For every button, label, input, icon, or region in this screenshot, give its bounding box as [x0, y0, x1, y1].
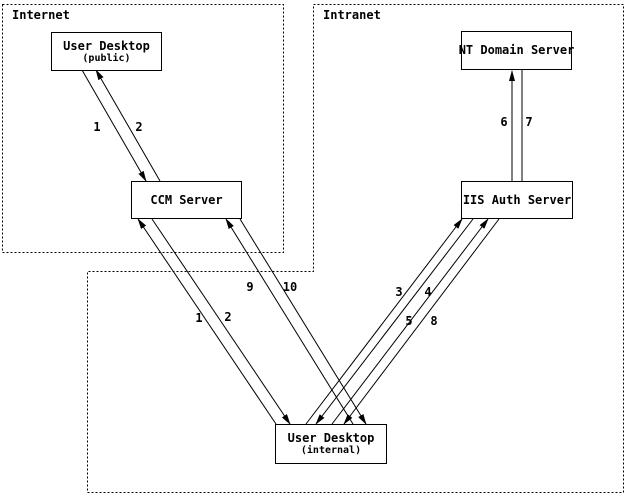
arrow-step5-internal-desktop-to-iis: [331, 218, 489, 425]
arrow-step3-internal-desktop-to-iis: [305, 218, 463, 425]
node-title: NT Domain Server: [458, 43, 575, 57]
internet-region-label: Internet: [12, 8, 70, 22]
step-label-2-public: 2: [135, 120, 143, 134]
node-title: CCM Server: [150, 192, 223, 207]
step-label-5: 5: [405, 314, 413, 328]
node-subtitle: (public): [82, 52, 131, 64]
intranet-region-outline: [87, 4, 624, 493]
node-subtitle: (internal): [300, 445, 362, 456]
arrow-step2-ccm-to-internal-desktop: [151, 218, 291, 425]
node-title: User Desktop: [287, 431, 375, 445]
step-label-2-internal: 2: [224, 310, 232, 324]
step-label-1-internal: 1: [195, 311, 203, 325]
node-ccm-server: CCM Server: [131, 181, 242, 219]
node-user-desktop-internal: User Desktop (internal): [275, 424, 387, 464]
step-label-7: 7: [525, 115, 533, 129]
arrow-step1-public-desktop-to-ccm: [81, 69, 147, 182]
intranet-region-label: Intranet: [323, 8, 381, 22]
node-user-desktop-public: User Desktop (public): [51, 32, 162, 71]
arrow-step10-ccm-to-internal-desktop: [239, 218, 367, 425]
node-title: IIS Auth Server: [462, 192, 572, 207]
step-label-4: 4: [424, 285, 432, 299]
arrow-step1-internal-desktop-to-ccm: [137, 218, 277, 425]
node-iis-auth-server: IIS Auth Server: [461, 181, 573, 219]
arrow-step9-internal-desktop-to-ccm: [225, 218, 354, 425]
step-label-1-public: 1: [93, 120, 101, 134]
step-label-9: 9: [246, 280, 254, 294]
step-label-3: 3: [395, 285, 403, 299]
arrow-step8-iis-to-internal-desktop: [343, 218, 500, 425]
arrow-step2-ccm-to-public-desktop: [95, 69, 161, 182]
internet-region-outline: [2, 4, 284, 253]
node-title: User Desktop: [63, 38, 150, 53]
node-nt-domain-server: NT Domain Server: [458, 31, 575, 70]
step-label-6: 6: [500, 115, 508, 129]
step-label-10: 10: [282, 280, 298, 294]
step-label-8: 8: [430, 314, 438, 328]
arrow-step4-iis-to-internal-desktop: [315, 218, 474, 425]
